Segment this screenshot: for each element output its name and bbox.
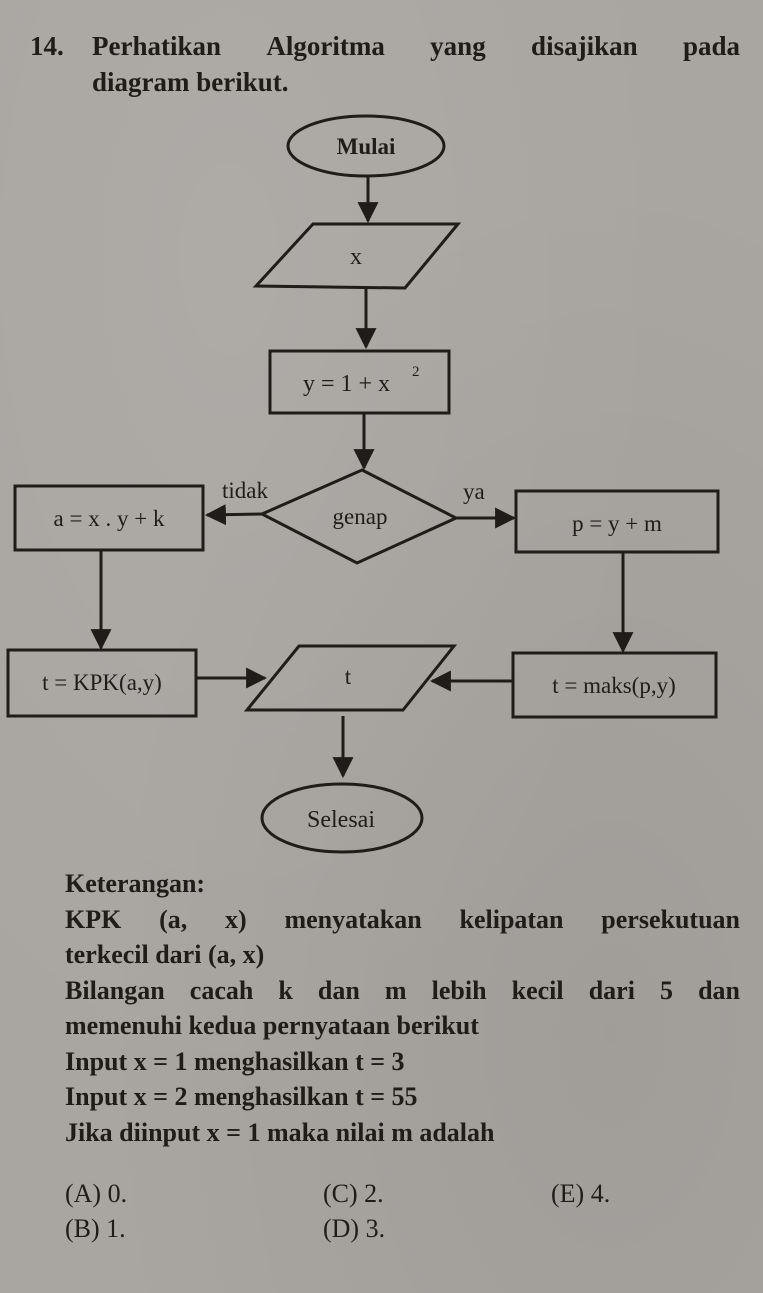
notes-kpk-line1: KPK (a, x) menyatakan kelipatan persekut… [65,904,740,934]
question-intro-words: Perhatikan Algoritma yang disajikan pada [92,28,740,64]
notes-section: Keterangan: KPK (a, x) menyatakan kelipa… [65,866,740,1150]
notes-question: Jika diinput x = 1 maka nilai m adalah [65,1117,495,1147]
intro-word: Algoritma [266,31,385,61]
process-a-box [13,484,205,552]
flowchart: Mulai x y = 1 + x 2 genap tidak ya a = x… [6,114,720,854]
option-a[interactable]: (A) 0. [65,1179,128,1208]
option-c[interactable]: (C) 2. [323,1179,384,1208]
input-label: x [350,244,362,270]
input-parallelogram [252,222,462,290]
arrow-decision-to-process-a [204,504,263,526]
start-terminal [286,114,446,178]
process-t-kpk-box [6,648,198,718]
question-header: 14. Perhatikan Algoritma yang disajikan … [30,28,750,100]
end-terminal [260,782,424,854]
process-p-box [514,489,720,554]
intro-word: disajikan [531,31,638,61]
question-number: 14. [30,31,64,61]
decision-label: genap [333,504,388,529]
process-y-box [268,349,451,415]
start-label: Mulai [337,134,396,159]
branch-yes-label: ya [463,479,485,504]
intro-word: yang [430,31,486,61]
decision-diamond [258,468,460,565]
intro-word: pada [682,31,740,61]
process-t-maks-label: t = maks(p,y) [552,673,675,698]
branch-no-label: tidak [222,478,268,503]
question-intro-line1: 14. Perhatikan Algoritma yang disajikan … [30,28,740,64]
end-label: Selesai [307,807,375,833]
process-p-label: p = y + m [572,511,662,536]
option-e[interactable]: (E) 4. [551,1179,611,1208]
notes-input2: Input x = 2 menghasilkan t = 55 [65,1082,418,1111]
output-parallelogram [243,644,458,712]
process-y-superscript: 2 [412,364,420,380]
output-label: t [345,664,352,689]
option-b[interactable]: (B) 1. [65,1214,126,1243]
process-a-label: a = x . y + k [54,506,165,531]
notes-kpk-line2: terkecil dari (a, x) [65,940,265,969]
question-intro-line2: diagram berikut. [92,67,289,97]
notes-heading: Keterangan: [65,869,206,898]
notes-condition-line2: memenuhi kedua pernyataan berikut [65,1011,479,1040]
notes-input1: Input x = 1 menghasilkan t = 3 [65,1046,405,1076]
notes-condition-line1: Bilangan cacah k dan m lebih kecil dari … [65,975,740,1005]
process-y-label: y = 1 + x [303,371,390,397]
process-t-maks-box [511,651,718,719]
option-d[interactable]: (D) 3. [323,1214,386,1243]
intro-word: Perhatikan [92,31,222,61]
process-t-kpk-label: t = KPK(a,y) [42,670,162,695]
